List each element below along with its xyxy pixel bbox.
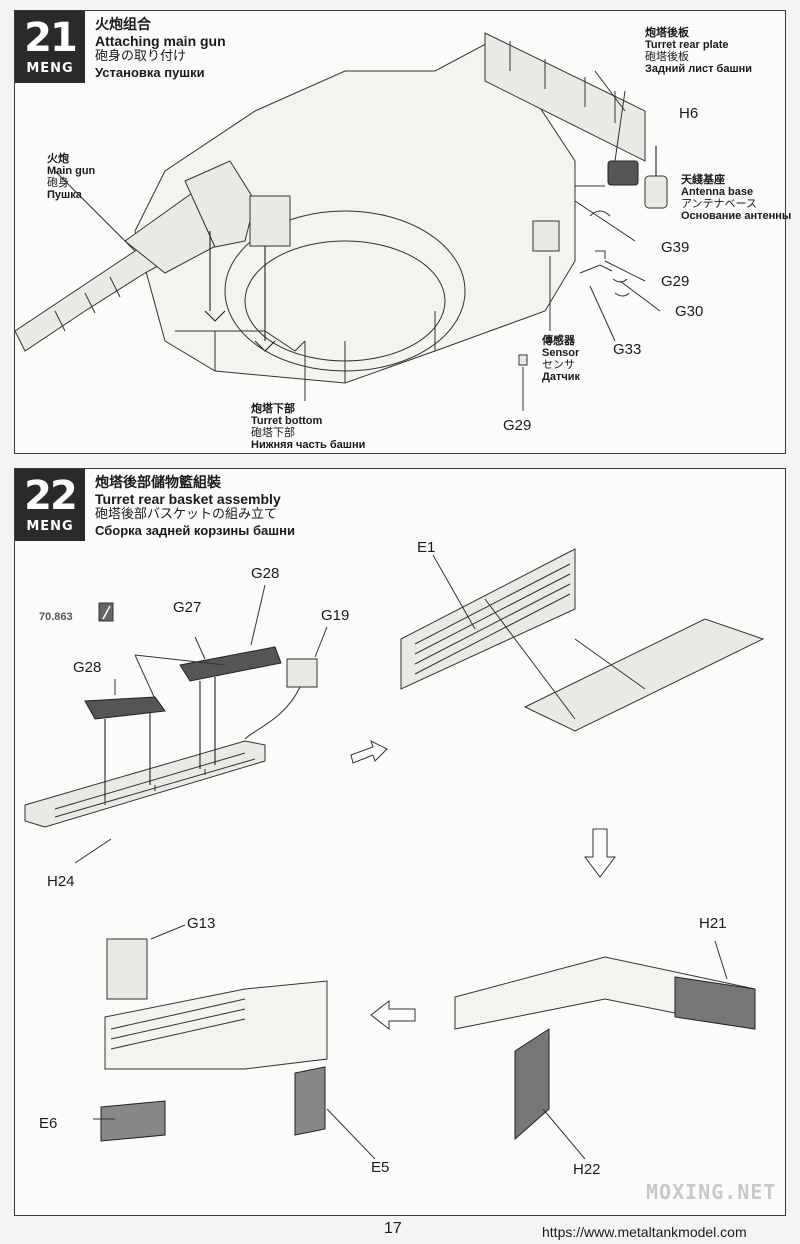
part-e6: E6 (39, 1115, 58, 1132)
label-zh: 火炮 (47, 152, 69, 165)
paint-brush-icon (98, 602, 114, 622)
step-22-panel: 22 MENG 炮塔後部儲物籃組裝 Turret rear basket ass… (14, 468, 786, 1216)
step-21-illustration (15, 32, 668, 411)
part-h22: H22 (573, 1161, 601, 1178)
part-g13: G13 (187, 915, 216, 932)
part-e1: E1 (417, 539, 436, 556)
arrow-left-icon (370, 999, 416, 1031)
label-zh: 炮塔下部 (251, 402, 295, 415)
title-en: Attaching main gun (95, 33, 226, 49)
part-g29: G29 (661, 273, 690, 290)
label-ja: 砲塔後板 (645, 50, 689, 63)
label-en: Turret bottom (251, 415, 323, 427)
step-number: 22 (24, 473, 78, 519)
label-ja: アンテナベース (681, 197, 758, 210)
label-turret-bottom: 炮塔下部 Turret bottom 砲塔下部 Нижняя часть баш… (251, 402, 366, 452)
part-g28-top: G28 (251, 565, 280, 582)
label-ja: 砲身 (47, 176, 69, 189)
title-ja: 砲塔後部バスケットの組み立て (95, 507, 278, 522)
title-ru: Установка пушки (95, 65, 205, 80)
label-en: Turret rear plate (645, 39, 729, 51)
brand-logo: MENG (26, 61, 74, 76)
label-antenna-base: 天綫基座 Antenna base アンテナベース Основание анте… (681, 173, 792, 223)
arrow-right-icon (350, 740, 388, 764)
step-22-badge: 22 MENG (15, 469, 85, 541)
arrow-down-icon (584, 828, 616, 878)
title-ja: 砲身の取り付け (95, 49, 187, 64)
part-g27: G27 (173, 599, 202, 616)
label-main-gun: 火炮 Main gun 砲身 Пушка (47, 152, 96, 202)
part-h24: H24 (47, 873, 75, 890)
page-number: 17 (384, 1220, 402, 1237)
watermark: MOXING.NET (646, 1180, 777, 1204)
step-21-badge: 21 MENG (15, 11, 85, 83)
part-g39: G39 (661, 239, 690, 256)
label-ru: Нижняя часть башни (251, 439, 366, 451)
label-en: Main gun (47, 165, 96, 177)
title-zh: 炮塔後部儲物籃組裝 (95, 475, 221, 491)
step-21-titles: 火炮组合 Attaching main gun 砲身の取り付け Установк… (95, 17, 226, 81)
label-zh: 天綫基座 (681, 173, 725, 186)
title-ru: Сборка задней корзины башни (95, 523, 295, 538)
label-ru: Задний лист башни (645, 63, 753, 75)
paint-code: 70.863 (39, 611, 73, 623)
label-en: Sensor (542, 347, 580, 359)
label-ru: Датчик (542, 371, 580, 383)
part-h21: H21 (699, 915, 727, 932)
site-url: https://www.metaltankmodel.com (542, 1224, 747, 1240)
part-h6: H6 (679, 105, 699, 122)
label-ru: Основание антенны (681, 210, 792, 222)
label-en: Antenna base (681, 186, 754, 198)
label-ru: Пушка (47, 189, 82, 201)
label-zh: 炮塔後板 (645, 26, 689, 39)
part-g33: G33 (613, 341, 642, 358)
title-en: Turret rear basket assembly (95, 491, 281, 507)
step-22-titles: 炮塔後部儲物籃組裝 Turret rear basket assembly 砲塔… (95, 475, 295, 539)
label-ja: 砲塔下部 (251, 426, 295, 439)
part-g28-left: G28 (73, 659, 102, 676)
part-g30: G30 (675, 303, 704, 320)
step-number: 21 (24, 15, 78, 61)
part-g29-sensor: G29 (503, 417, 532, 434)
step-22-illustration (24, 548, 765, 1160)
title-zh: 火炮组合 (95, 17, 151, 33)
label-sensor: 傳感器 Sensor センサ Датчик (542, 334, 580, 384)
step-21-panel: 21 MENG 火炮组合 Attaching main gun 砲身の取り付け … (14, 10, 791, 454)
part-g19: G19 (321, 607, 350, 624)
label-ja: センサ (542, 358, 575, 371)
brand-logo: MENG (26, 519, 74, 534)
label-zh: 傳感器 (542, 334, 575, 347)
label-turret-rear-plate: 炮塔後板 Turret rear plate 砲塔後板 Задний лист … (645, 26, 753, 76)
part-e5: E5 (371, 1159, 390, 1176)
